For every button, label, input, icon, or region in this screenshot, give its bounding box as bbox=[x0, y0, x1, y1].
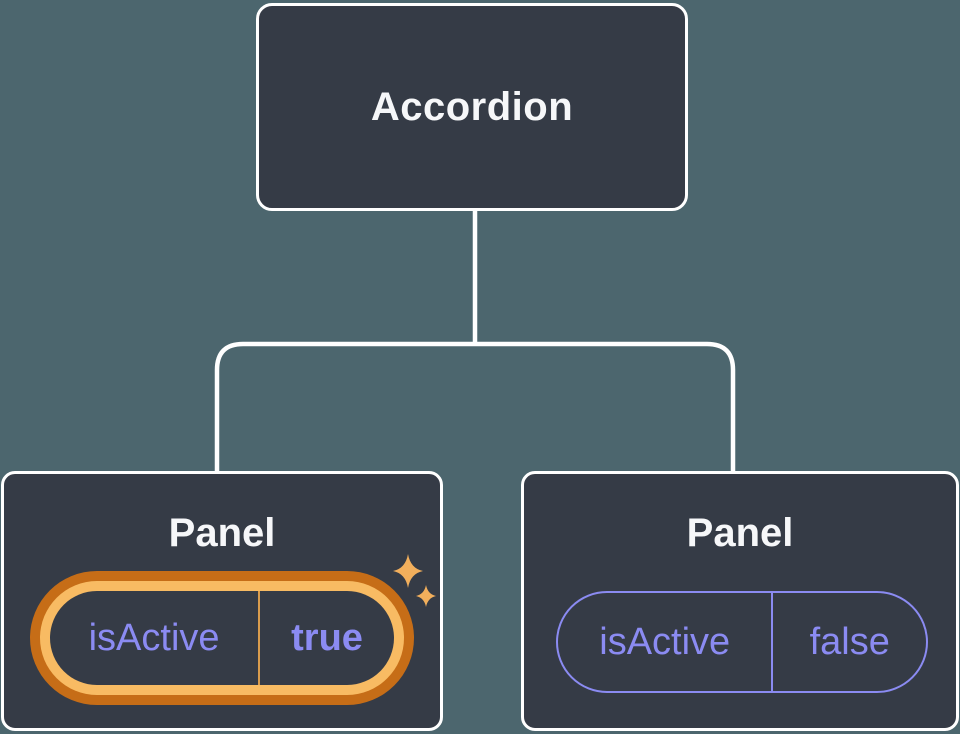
sparkle-large-icon bbox=[393, 554, 423, 588]
panel-node-inactive: Panel isActive false bbox=[521, 471, 959, 731]
prop-value-cell: false bbox=[771, 593, 926, 691]
prop-pill-highlight-ring: isActive true bbox=[30, 571, 414, 705]
prop-pill: isActive false bbox=[556, 591, 928, 693]
sparkles-icon bbox=[393, 554, 436, 607]
accordion-node: Accordion bbox=[256, 3, 688, 211]
prop-name-cell: isActive bbox=[88, 616, 220, 659]
prop-name-cell: isActive bbox=[599, 620, 731, 663]
accordion-node-label: Accordion bbox=[370, 84, 574, 129]
panel-title: Panel bbox=[686, 511, 794, 555]
prop-pill: isActive true bbox=[50, 591, 394, 685]
connector-bracket bbox=[214, 341, 736, 471]
panel-title: Panel bbox=[168, 511, 276, 555]
prop-value-cell: true bbox=[258, 591, 394, 685]
prop-pill-highlight-ring-inner: isActive true bbox=[40, 581, 404, 695]
panel-node-active: Panel isActive true bbox=[1, 471, 443, 731]
sparkle-small-icon bbox=[416, 585, 436, 607]
